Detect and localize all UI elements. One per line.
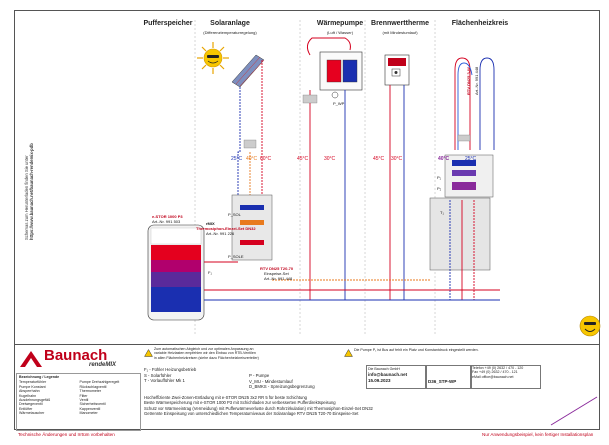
- sun-icon: [197, 42, 229, 74]
- rtv-set-art: Art.-Nr. 991 448: [264, 276, 293, 281]
- legend-item: Rückschlagventil: [79, 384, 107, 389]
- boiler-pipes: [389, 85, 405, 300]
- temp-wp-45: 45°C: [297, 156, 309, 162]
- legend-item: Pumpe Drehzahlgeregelt: [79, 380, 120, 385]
- legend-item: Dreiwegeventil: [19, 402, 43, 407]
- temp-solar-40: 40°C: [246, 156, 258, 162]
- floor-heating-module: [429, 154, 494, 271]
- legend-item: Thermometer: [79, 389, 102, 394]
- floor-heating-loops: [454, 57, 495, 150]
- sensor-legend: F₁ - Fühler Heizungsbetrieb S - Solarfüh…: [144, 367, 197, 383]
- pump-psole-label: P_SOLE: [228, 254, 244, 259]
- contact-block: Telefon +49 (0) 2632 / 470 - 120 Fax +49…: [471, 365, 541, 389]
- document-number-block: D36_STP-WP: [426, 365, 471, 389]
- pump-pwp-label: P_WP: [333, 101, 345, 106]
- temp-fh-40: 40°C: [438, 156, 450, 162]
- sensor-t1-label: T₁: [440, 210, 444, 215]
- fh-module-art: Art.-Nr. 991 448: [474, 66, 479, 95]
- company-block: Die Baunach GmbH info@baunach.net 15.09.…: [366, 365, 426, 389]
- legend-item: Filter: [79, 393, 88, 398]
- rtv-set-sub: Einspeise-Set: [264, 271, 289, 276]
- warning-triangle-icon-2: [344, 349, 353, 357]
- logo-brand: Baunach: [44, 347, 108, 364]
- legend-item: Temperaturfühler: [19, 380, 47, 385]
- legend-box: Bezeichnung / Legende Temperaturfühler P…: [16, 373, 141, 431]
- header-solaranlage-sub: (Differenztemperaturregelung): [203, 30, 257, 35]
- temp-bw-45: 45°C: [373, 156, 385, 162]
- feature-note: Beste Wärmespeicherung mit e-STOR 1000 P…: [144, 400, 336, 406]
- bottom-bar: Technische Änderungen und Irrtüm vorbeha…: [0, 430, 609, 445]
- temp-bw-30: 30°C: [391, 156, 403, 162]
- header-waermepumpe: Wärmepumpe: [316, 20, 364, 27]
- legend-item: Sicherheitsventil: [79, 402, 106, 407]
- pump-p2-label: P₂: [437, 186, 442, 191]
- condensing-boiler-unit: [384, 54, 410, 86]
- temp-fh-25: 25°C: [465, 156, 477, 162]
- legend-item: Wärmetauscher: [19, 411, 45, 416]
- solar-station-set: [231, 194, 273, 261]
- legend-item: Manometer: [79, 411, 98, 416]
- drawing-frame: [14, 10, 600, 430]
- pump-legend: P - Pumpe V_MU - Mindestumlauf D_BMKS - …: [249, 373, 315, 389]
- disclaimer-right: Nur Anwendungsbeispiel, kein fertiger In…: [482, 432, 594, 437]
- feature-note: Schutz vor Wärmeeintrag (Vermeidung) mit…: [144, 405, 373, 411]
- notice-rtb: Zum automatischen Abgleich und zur optim…: [154, 347, 259, 360]
- temp-solar-60: 60°C: [260, 156, 272, 162]
- title-block: Baunach rendeMIX Zum automatischen Abgle…: [14, 315, 601, 431]
- logo-area: Baunach rendeMIX: [14, 345, 139, 373]
- header-pufferspeicher: Pufferspeicher: [143, 20, 193, 27]
- legend-item: Pumpe Konstant: [19, 384, 46, 389]
- legend-item: Kugelhahn: [19, 393, 37, 398]
- main-header-pipes: [204, 261, 500, 301]
- legend-item: Absperrhahn: [19, 389, 40, 394]
- feature-note: Hocheffiziente Zwei-Zonen-Entladung mit …: [144, 395, 308, 400]
- solar-set-sub: Thermosiphon-Einzel-Set DN32: [196, 226, 256, 231]
- diagonal-mark-icon: [550, 396, 598, 426]
- heat-pump-unit: [306, 37, 363, 99]
- feature-notes: Hocheffiziente Zwei-Zonen-Entladung mit …: [144, 395, 544, 431]
- header-waermepumpe-sub: (Luft / Wasser): [326, 30, 354, 35]
- warning-triangle-icon: [144, 349, 153, 357]
- notice-pump: Die Pumpe P₁ ist Bus auf fehlt ein Platz…: [354, 348, 479, 352]
- legend-item: Ausdehnungsgefäß: [19, 398, 51, 403]
- buffer-tank-title: e-STOR 1000 P3: [152, 214, 183, 219]
- smiley-icon: [579, 315, 601, 337]
- sensor-f1-label: F₁: [208, 270, 212, 275]
- solar-set-title: rMIX: [206, 221, 215, 226]
- pump-p1-label: P₁: [437, 175, 442, 180]
- logo-sub: rendeMIX: [89, 362, 117, 368]
- column-guides: [194, 20, 436, 335]
- pump-psol-label: P_SOL: [228, 212, 241, 217]
- legend-item: Entlüfter: [19, 406, 33, 411]
- legend-item: Ventil: [79, 398, 89, 403]
- header-solaranlage: Solaranlage: [210, 20, 250, 27]
- pipe-fittings: [243, 94, 471, 149]
- disclaimer-left: Technische Änderungen und Irrtüm vorbeha…: [18, 432, 115, 437]
- fh-module-label: RTV DN25 3-W: [466, 67, 471, 95]
- buffer-tank: [147, 224, 205, 321]
- header-flaechenheizkreis: Flächenheizkreis: [451, 20, 509, 27]
- logo-triangle-icon: [20, 351, 42, 367]
- feature-note: Getrennte Einspeisung von unterschiedlic…: [144, 410, 359, 416]
- floor-heating-pipes: [449, 200, 475, 300]
- schematic-diagram: [147, 20, 500, 335]
- legend-item: Kappenventil: [79, 406, 101, 411]
- solar-collector-icon: [231, 54, 265, 88]
- heat-pump-pipes: [309, 90, 346, 300]
- temp-wp-30: 30°C: [324, 156, 336, 162]
- header-brennwerttherme: Brennwerttherme: [371, 20, 429, 27]
- solar-set-art: Art.-Nr. 991 226: [206, 231, 235, 236]
- rtv-set-title: RTV DN25 T20-70: [260, 266, 294, 271]
- temp-solar-25: 25°C: [231, 156, 243, 162]
- header-brennwerttherme-sub: (mit Mindestumlauf): [382, 30, 418, 35]
- buffer-tank-art: Art.-Nr. 991 503: [152, 219, 181, 224]
